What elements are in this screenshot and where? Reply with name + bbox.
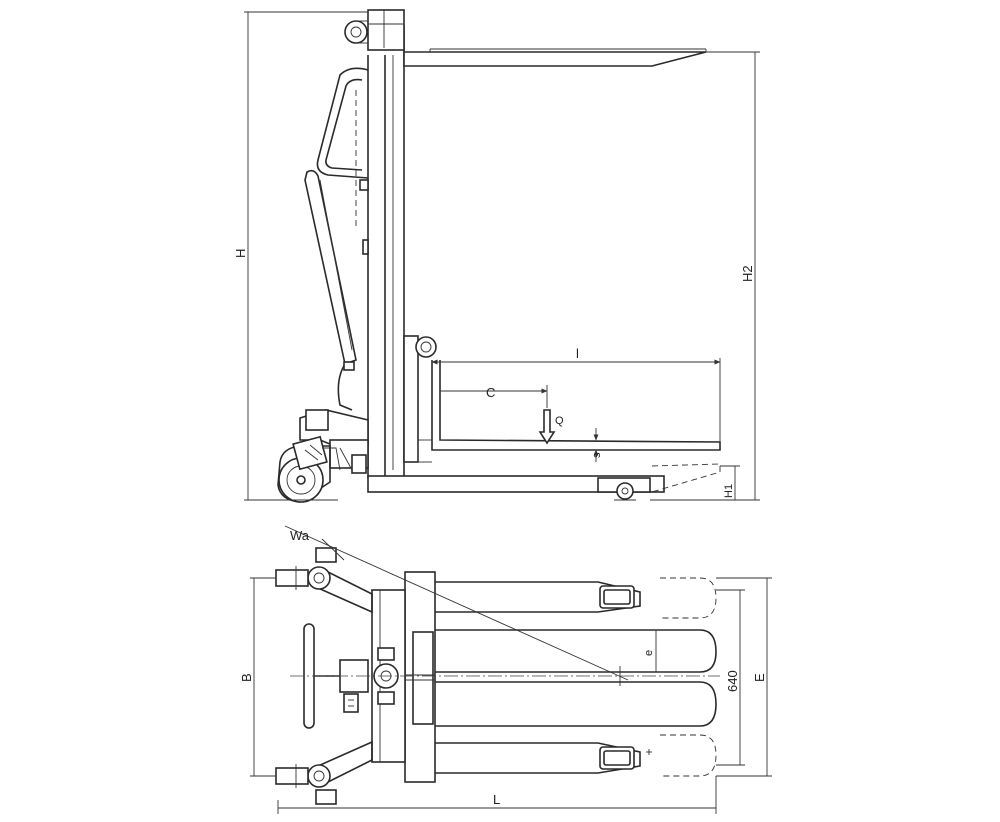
dimension-B: B	[239, 577, 276, 777]
label-H2: H2	[740, 265, 755, 282]
handle-frame	[316, 67, 369, 255]
label-s: s	[591, 452, 603, 458]
label-l: l	[576, 346, 579, 361]
label-H: H	[233, 249, 248, 258]
dimension-C: C	[440, 385, 548, 408]
top-platform	[403, 48, 707, 67]
forks	[432, 577, 717, 777]
dimension-L: L	[277, 776, 717, 814]
dimension-s: s	[591, 428, 603, 462]
label-B: B	[239, 673, 254, 682]
dimension-l: l	[431, 346, 721, 442]
label-e: e	[643, 650, 655, 656]
castor-arms	[275, 547, 373, 805]
label-L: L	[493, 792, 500, 807]
dimension-e: e	[643, 629, 662, 673]
lowered-fork-dashed	[651, 463, 721, 493]
dimension-640: 640	[716, 589, 745, 766]
mast	[344, 9, 405, 478]
dimension-H2: H2	[650, 51, 760, 501]
top-view: Wa B e 640 E	[239, 525, 772, 814]
label-Q: Q	[555, 415, 564, 427]
label-C: C	[486, 385, 495, 400]
dimension-H1: H1	[720, 465, 740, 500]
dimension-Wa: Wa	[290, 528, 310, 543]
center-lines	[284, 525, 720, 686]
label-Wa: Wa	[290, 528, 310, 543]
side-view: Q H H2 l C s	[233, 9, 760, 503]
label-H1: H1	[723, 484, 735, 498]
base-leg	[367, 475, 665, 501]
load-arrow: Q	[538, 409, 564, 445]
fork-carriage	[403, 335, 721, 463]
pump-lever	[304, 169, 357, 411]
label-640: 640	[725, 670, 740, 692]
label-E: E	[752, 673, 767, 682]
outrigger-legs	[405, 581, 652, 774]
dimension-E: E	[716, 577, 772, 777]
dimension-H: H	[233, 11, 368, 501]
castor-wheel	[277, 435, 341, 503]
